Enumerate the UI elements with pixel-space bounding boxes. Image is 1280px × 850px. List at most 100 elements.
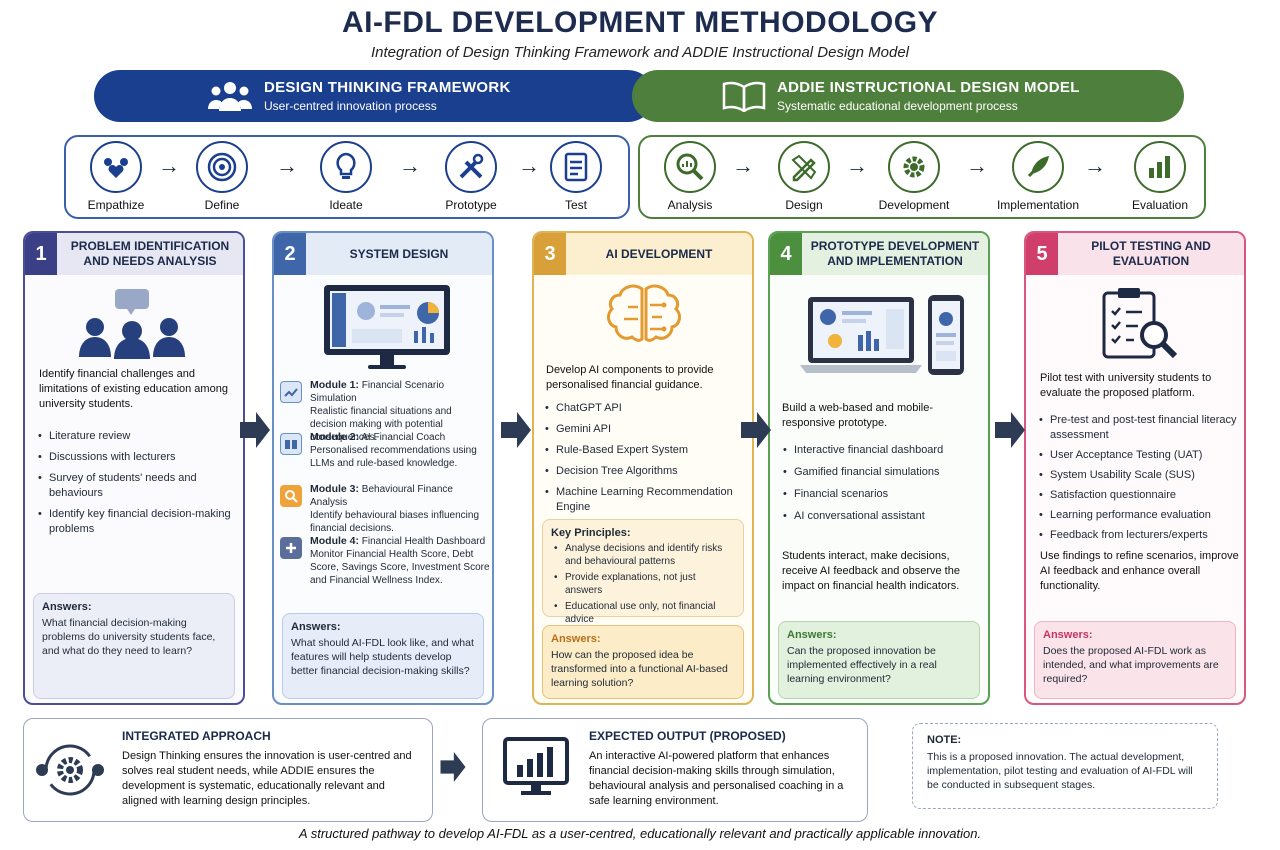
- module-name: Financial Health Dashboard: [361, 536, 486, 547]
- phase-label: Development: [878, 198, 950, 212]
- addie-banner-title: ADDIE INSTRUCTIONAL DESIGN MODEL: [777, 79, 1080, 96]
- output-text: An interactive AI-powered platform that …: [589, 750, 844, 807]
- phase-label: Empathize: [87, 198, 145, 212]
- module-desc: Personalised recommendations using LLMs …: [310, 445, 477, 469]
- dt-banner-title: DESIGN THINKING FRAMEWORK: [264, 79, 511, 96]
- people-chat-icon: [77, 287, 187, 364]
- addie-phases: Analysis → Design → Development → Implem…: [638, 135, 1206, 219]
- rocket-icon: [1012, 141, 1064, 193]
- bullet-item: AI conversational assistant: [780, 509, 985, 524]
- arrow-right-icon: →: [846, 153, 868, 178]
- step-title: AI DEVELOPMENT: [605, 246, 713, 261]
- key-principles-box: Key Principles: Analyse decisions and id…: [542, 519, 744, 625]
- page-title: AI-FDL DEVELOPMENT METHODOLOGY: [341, 6, 939, 39]
- target-icon: [196, 141, 248, 193]
- answers-text: How can the proposed idea be transformed…: [551, 649, 728, 689]
- output-title: EXPECTED OUTPUT (PROPOSED): [589, 729, 786, 743]
- footer-caption: A structured pathway to develop AI-FDL a…: [298, 826, 982, 841]
- step-4-card: 4 PROTOTYPE DEVELOPMENT AND IMPLEMENTATIO…: [768, 231, 990, 705]
- step-title: PROTOTYPE DEVELOPMENT AND IMPLEMENTATION: [810, 239, 980, 268]
- dt-banner-subtitle: User-centred innovation process: [264, 99, 437, 113]
- integrated-text: Design Thinking ensures the innovation i…: [122, 750, 412, 807]
- step-description: Identify financial challenges and limita…: [39, 368, 228, 410]
- note-text: This is a proposed innovation. The actua…: [927, 751, 1193, 791]
- phase-label: Evaluation: [1131, 198, 1189, 212]
- answers-label: Answers:: [291, 621, 341, 633]
- arrow-right-icon: →: [158, 153, 180, 178]
- coach-book-icon: [280, 433, 302, 455]
- module-desc: Identify behavioural biases influencing …: [310, 510, 479, 534]
- addie-banner: ADDIE INSTRUCTIONAL DESIGN MODEL Systemat…: [632, 70, 1184, 122]
- step-title: SYSTEM DESIGN: [349, 246, 449, 261]
- bar-chart-icon: [1134, 141, 1186, 193]
- flow-arrow-icon: [440, 752, 466, 782]
- phase-implementation: Implementation: [988, 141, 1088, 212]
- ai-brain-icon: [598, 283, 690, 354]
- flow-arrow-icon: [501, 412, 531, 448]
- step-number: 5: [1026, 233, 1058, 275]
- phase-define: Define: [172, 141, 272, 212]
- bullet-item: Gamified financial simulations: [780, 465, 985, 480]
- flow-arrow-icon: [240, 412, 270, 448]
- step-outcome: Use findings to refine scenarios, improv…: [1040, 550, 1239, 592]
- answers-label: Answers:: [42, 601, 92, 613]
- flow-arrow-icon: [995, 412, 1025, 448]
- arrow-right-icon: →: [518, 153, 540, 178]
- flow-arrow-icon: [741, 412, 771, 448]
- phase-label: Implementation: [996, 198, 1080, 212]
- page-subtitle: Integration of Design Thinking Framework…: [370, 44, 910, 61]
- step-number: 2: [274, 233, 306, 275]
- module-title: Module 3:: [310, 483, 359, 495]
- answers-text: Can the proposed innovation be implement…: [787, 645, 937, 685]
- answers-label: Answers:: [1043, 629, 1093, 641]
- lightbulb-icon: [320, 141, 372, 193]
- answers-label: Answers:: [787, 629, 837, 641]
- phase-prototype: Prototype: [421, 141, 521, 212]
- open-book-icon: [722, 80, 766, 117]
- bullet-item: ChatGPT API: [542, 401, 747, 416]
- health-plus-icon: [280, 537, 302, 559]
- integrated-approach-box: INTEGRATED APPROACH Design Thinking ensu…: [23, 718, 433, 822]
- checklist-icon: [550, 141, 602, 193]
- module-title: Module 1:: [310, 379, 359, 391]
- step-description: Pilot test with university students to e…: [1040, 372, 1212, 399]
- step-number: 4: [770, 233, 802, 275]
- bullet-item: Survey of students' needs and behaviours: [35, 471, 235, 501]
- answers-box: Answers: Does the proposed AI-FDL work a…: [1034, 621, 1236, 699]
- note-box: NOTE: This is a proposed innovation. The…: [912, 723, 1218, 809]
- bullet-item: Literature review: [35, 429, 235, 444]
- bullet-item: Feedback from lecturers/experts: [1036, 528, 1241, 543]
- bullet-item: Financial scenarios: [780, 487, 985, 502]
- phase-evaluation: Evaluation: [1110, 141, 1210, 212]
- design-thinking-phases: Empathize → Define → Ideate → Prototype …: [64, 135, 630, 219]
- pencil-ruler-icon: [778, 141, 830, 193]
- answers-box: Answers: What should AI-FDL look like, a…: [282, 613, 484, 699]
- note-title: NOTE:: [927, 734, 962, 746]
- cycle-gear-icon: [34, 735, 106, 810]
- bullet-item: Pre-test and post-test financial literac…: [1036, 413, 1241, 443]
- arrow-right-icon: →: [966, 153, 988, 178]
- module-name: Financial Scenario Simulation: [310, 380, 445, 404]
- laptop-phone-icon: [800, 295, 970, 388]
- tools-icon: [445, 141, 497, 193]
- analysis-magnifier-icon: [280, 485, 302, 507]
- phase-label: Design: [785, 198, 823, 212]
- arrow-right-icon: →: [732, 153, 754, 178]
- phase-test: Test: [526, 141, 626, 212]
- module-name: AI Financial Coach: [361, 432, 446, 443]
- module-title: Module 4:: [310, 535, 359, 547]
- phase-ideate: Ideate: [296, 141, 396, 212]
- step-bullets: Literature review Discussions with lectu…: [35, 429, 235, 543]
- hearts-people-icon: [90, 141, 142, 193]
- addie-banner-subtitle: Systematic educational development proce…: [777, 99, 1018, 113]
- bullet-item: Discussions with lecturers: [35, 450, 235, 465]
- phase-label: Define: [204, 198, 240, 212]
- arrow-right-icon: →: [399, 153, 421, 178]
- bullet-item: Identify key financial decision-making p…: [35, 507, 235, 537]
- phase-label: Prototype: [445, 198, 497, 212]
